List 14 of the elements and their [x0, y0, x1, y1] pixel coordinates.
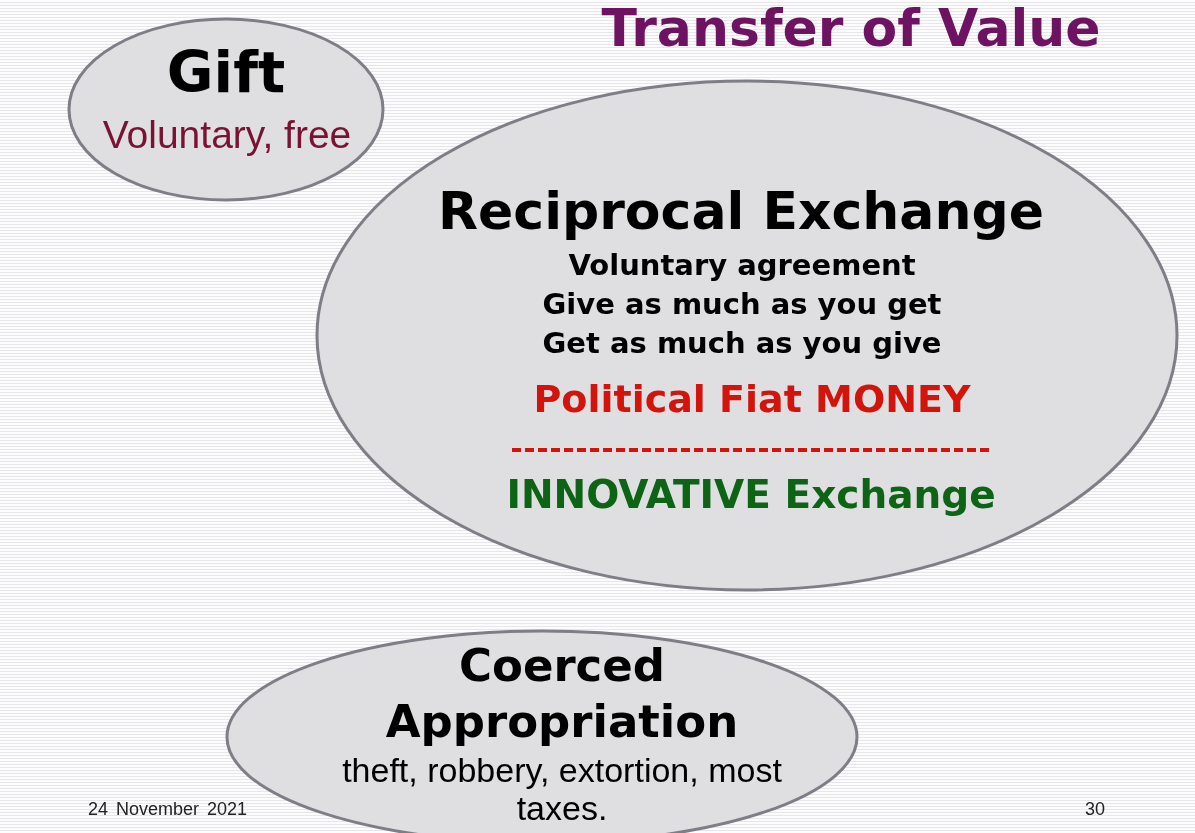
ellipse-text: Get as much as you give	[542, 324, 942, 361]
highlight-text: Political Fiat MONEY	[533, 377, 971, 423]
ellipse-heading: Reciprocal Exchange	[438, 181, 1044, 241]
ellipse-text: Voluntary agreement	[568, 246, 916, 283]
ellipse-text: theft, robbery, extortion, most taxes.	[341, 751, 783, 828]
category-ellipse	[67, 17, 385, 202]
date-footer: 24 November 2021	[88, 797, 248, 820]
ellipse-heading: Gift	[166, 39, 286, 106]
highlight-text: INNOVATIVE Exchange	[506, 471, 996, 518]
ellipse-text: Voluntary, free	[102, 112, 352, 157]
page-number: 30	[1084, 797, 1105, 820]
slide-title: Transfer of Value	[601, 0, 1101, 58]
ellipse-text: Give as much as you get	[542, 285, 942, 322]
ellipse-heading: Coerced Appropriation	[384, 638, 740, 751]
